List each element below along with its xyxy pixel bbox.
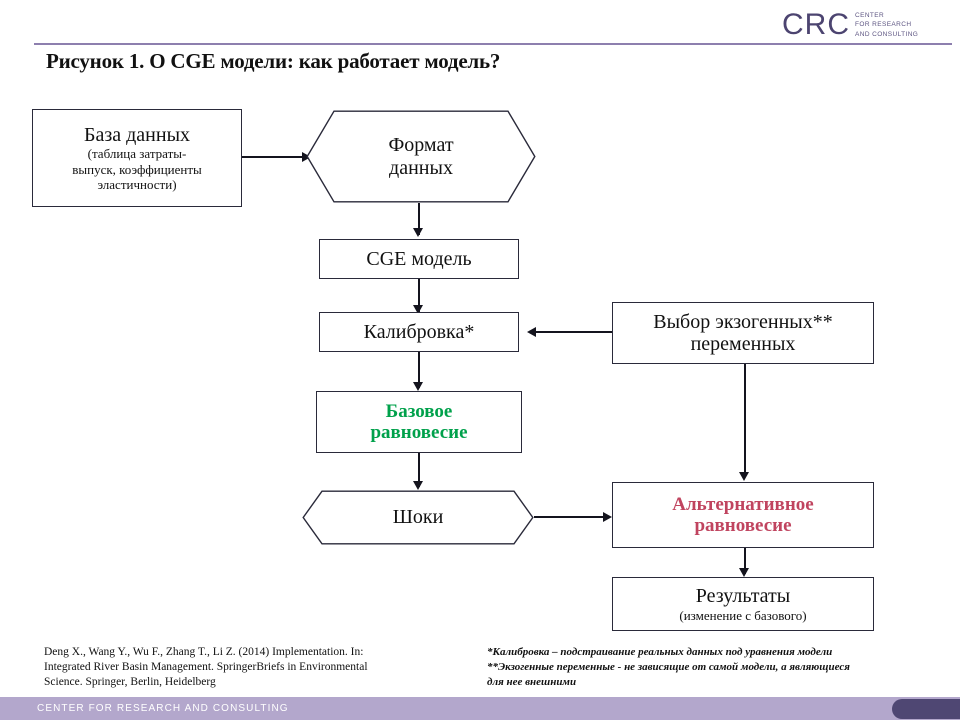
arrowhead-cge-to-calibration [413, 305, 423, 314]
node-shocks-text: Шоки [302, 490, 534, 545]
node-alternative-equilibrium: Альтернативное равновесие [612, 482, 874, 548]
node-database: База данных (таблица затраты- выпуск, ко… [32, 109, 242, 207]
node-exogenous-line-1: Выбор экзогенных** [653, 310, 833, 333]
node-calibration: Калибровка* [319, 312, 519, 352]
node-database-line-1: База данных [83, 123, 191, 146]
footnotes-block: *Калибровка – подстраивание реальных дан… [487, 645, 937, 690]
arrowhead-exogenous-to-alternative [739, 472, 749, 481]
node-exogenous-variables: Выбор экзогенных** переменных [612, 302, 874, 364]
citation-line-1: Deng X., Wang Y., Wu F., Zhang T., Li Z.… [44, 646, 364, 658]
arrowhead-exogenous-to-calibration [527, 327, 536, 337]
connector-shocks-to-alternative [534, 516, 608, 518]
node-database-line-4: эластичности) [97, 176, 177, 192]
arrowhead-shocks-to-alternative [603, 512, 612, 522]
connector-cge-to-calibration [418, 279, 420, 312]
node-alternative-line-2: равновесие [694, 515, 792, 536]
footnote-line-3: для нее внешними [487, 675, 577, 688]
arrowhead-alternative-to-results [739, 568, 749, 577]
footnote-line-1: *Калибровка – подстраивание реальных дан… [487, 646, 833, 658]
node-cge-model-label: CGE модель [366, 247, 472, 270]
citation-line-3: Science. Springer, Berlin, Heidelberg [44, 676, 216, 689]
logo-sub-line-2: FOR RESEARCH [855, 21, 912, 29]
node-results-line-2: (изменение с базового) [679, 607, 807, 623]
node-results: Результаты (изменение с базового) [612, 577, 874, 631]
node-cge-model: CGE модель [319, 239, 519, 279]
logo-sub-line-3: AND CONSULTING [855, 30, 919, 38]
node-base-equilibrium: Базовое равновесие [316, 391, 522, 453]
arrowhead-calibration-to-base [413, 382, 423, 391]
connector-format-to-cge [418, 203, 420, 235]
footnote-line-2: **Экзогенные переменные - не зависящие о… [487, 660, 850, 673]
hexagon-shape-shocks [302, 490, 534, 545]
node-calibration-label: Калибровка* [363, 320, 475, 343]
connector-base-to-shocks [418, 453, 420, 487]
node-alternative-line-1: Альтернативное [672, 493, 814, 515]
logo-sub-line-1: CENTER [855, 11, 885, 19]
node-data-format: Формат данных [306, 110, 536, 203]
arrowhead-base-to-shocks [413, 481, 423, 490]
node-results-line-1: Результаты [695, 585, 791, 608]
connector-exogenous-to-alternative [744, 364, 746, 477]
node-base-equilibrium-line-1: Базовое [385, 400, 453, 422]
page-title: Рисунок 1. О CGE модели: как работает мо… [46, 49, 501, 73]
connector-alternative-to-results [744, 548, 746, 574]
logo-mark-text: CRC [782, 8, 850, 41]
footer-label: CENTER FOR RESEARCH AND CONSULTING [37, 703, 289, 714]
node-database-line-3: выпуск, коэффициенты [72, 161, 202, 177]
citation-line-2: Integrated River Basin Management. Sprin… [44, 661, 368, 674]
arrowhead-database-to-format [302, 152, 311, 162]
node-data-format-line-2: данных [389, 156, 453, 179]
footer-pill-accent [892, 699, 960, 719]
node-data-format-line-1: Формат [388, 133, 454, 156]
node-shocks: Шоки [302, 490, 534, 545]
node-shocks-label: Шоки [392, 506, 444, 529]
arrowhead-format-to-cge [413, 228, 423, 237]
connector-database-to-format [242, 156, 304, 158]
node-base-equilibrium-line-2: равновесие [370, 422, 468, 443]
crc-logo: CRC CENTER FOR RESEARCH AND CONSULTING [782, 8, 952, 42]
connector-calibration-to-base [418, 352, 420, 388]
connector-exogenous-to-calibration [536, 331, 612, 333]
footer-bar [0, 697, 960, 720]
logo-subtitle: CENTER FOR RESEARCH AND CONSULTING [855, 11, 918, 39]
citation-block: Deng X., Wang Y., Wu F., Zhang T., Li Z.… [44, 645, 444, 691]
header-divider [34, 43, 952, 45]
node-data-format-text: Формат данных [306, 110, 536, 203]
node-database-line-2: (таблица затраты- [87, 146, 187, 162]
node-exogenous-line-2: переменных [690, 333, 796, 355]
hexagon-shape-format [306, 110, 536, 203]
